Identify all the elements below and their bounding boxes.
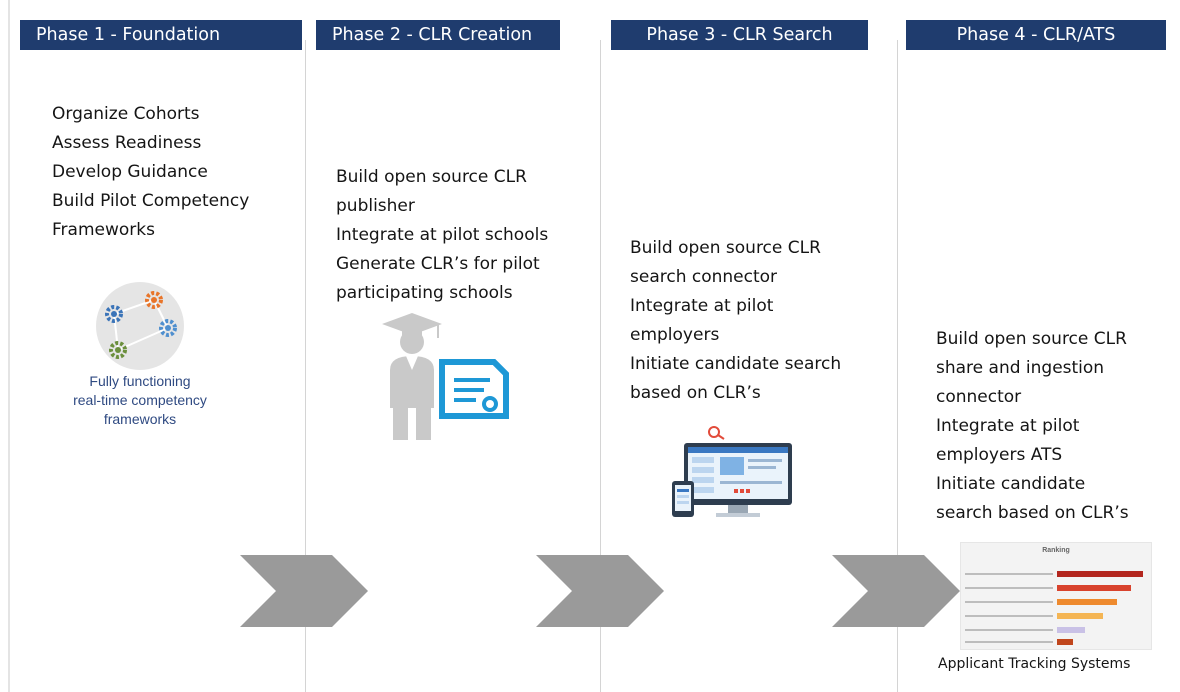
column-divider-2 xyxy=(600,40,601,692)
ranking-row-label xyxy=(965,641,1053,643)
ranking-bar xyxy=(1057,599,1117,605)
phase-1-step: Organize Cohorts xyxy=(52,104,200,124)
ranking-row-label xyxy=(965,573,1053,575)
ranking-chart-icon: Ranking xyxy=(960,542,1152,650)
phase-3-step: Integrate at pilot xyxy=(630,296,774,316)
phase-1-caption: Fully functioning real-time competency f… xyxy=(40,372,240,429)
ranking-bar xyxy=(1057,571,1143,577)
graduate-certificate-icon xyxy=(382,313,509,440)
phase-1-step: Develop Guidance xyxy=(52,162,208,182)
chevron-right-icon xyxy=(240,555,368,627)
phase-3-step: employers xyxy=(630,325,720,345)
phase-4-caption: Applicant Tracking Systems xyxy=(938,656,1131,672)
ranking-chart-title: Ranking xyxy=(1042,547,1070,554)
phase-4-step: employers ATS xyxy=(936,445,1063,465)
phase-1-steps: Organize Cohorts Assess Readiness Develo… xyxy=(52,100,249,245)
phase-4-header: Phase 4 - CLR/ATS xyxy=(906,20,1166,50)
caption-line: frameworks xyxy=(103,411,177,427)
phase-4-step: Integrate at pilot xyxy=(936,416,1080,436)
caption-line: Fully functioning xyxy=(89,373,191,389)
ranking-bar xyxy=(1057,613,1103,619)
phase-1-step: Assess Readiness xyxy=(52,133,202,153)
phase-3-step: Initiate candidate search xyxy=(630,354,842,374)
ranking-bar xyxy=(1057,627,1085,633)
phase-2-step: participating schools xyxy=(336,283,513,303)
gears-network-icon xyxy=(96,282,184,370)
ranking-row-label xyxy=(965,587,1053,589)
phase-1-step: Build Pilot Competency xyxy=(52,191,250,211)
column-divider-3 xyxy=(897,40,898,692)
phase-4-step: Build open source CLR xyxy=(936,329,1127,349)
ranking-bar xyxy=(1057,585,1131,591)
left-border xyxy=(8,0,10,692)
phase-3-steps: Build open source CLR search connector I… xyxy=(630,234,841,408)
caption-line: real-time competency xyxy=(73,392,207,408)
ranking-row-label xyxy=(965,601,1053,603)
device-search-icon xyxy=(672,426,792,517)
column-divider-1 xyxy=(305,40,306,692)
phase-4-step: Initiate candidate xyxy=(936,474,1086,494)
phase-3-header: Phase 3 - CLR Search xyxy=(611,20,868,50)
chevron-right-icon xyxy=(536,555,664,627)
phase-2-header: Phase 2 - CLR Creation xyxy=(316,20,560,50)
ranking-row-label xyxy=(965,615,1053,617)
ranking-bar xyxy=(1057,639,1073,645)
phase-2-step: Integrate at pilot schools xyxy=(336,225,549,245)
phase-3-step: search connector xyxy=(630,267,778,287)
phase-1-header: Phase 1 - Foundation xyxy=(20,20,302,50)
ranking-row-label xyxy=(965,629,1053,631)
phase-4-steps: Build open source CLR share and ingestio… xyxy=(936,325,1129,528)
phase-3-step: Build open source CLR xyxy=(630,238,821,258)
phase-4-step: connector xyxy=(936,387,1022,407)
phase-1-step: Frameworks xyxy=(52,220,155,240)
phase-2-step: Generate CLR’s for pilot xyxy=(336,254,540,274)
phase-2-steps: Build open source CLR publisher Integrat… xyxy=(336,163,548,308)
phase-2-step: Build open source CLR xyxy=(336,167,527,187)
phase-3-step: based on CLR’s xyxy=(630,383,761,403)
phase-2-step: publisher xyxy=(336,196,415,216)
phase-4-step: search based on CLR’s xyxy=(936,503,1129,523)
chevron-right-icon xyxy=(832,555,960,627)
phase-4-step: share and ingestion xyxy=(936,358,1105,378)
